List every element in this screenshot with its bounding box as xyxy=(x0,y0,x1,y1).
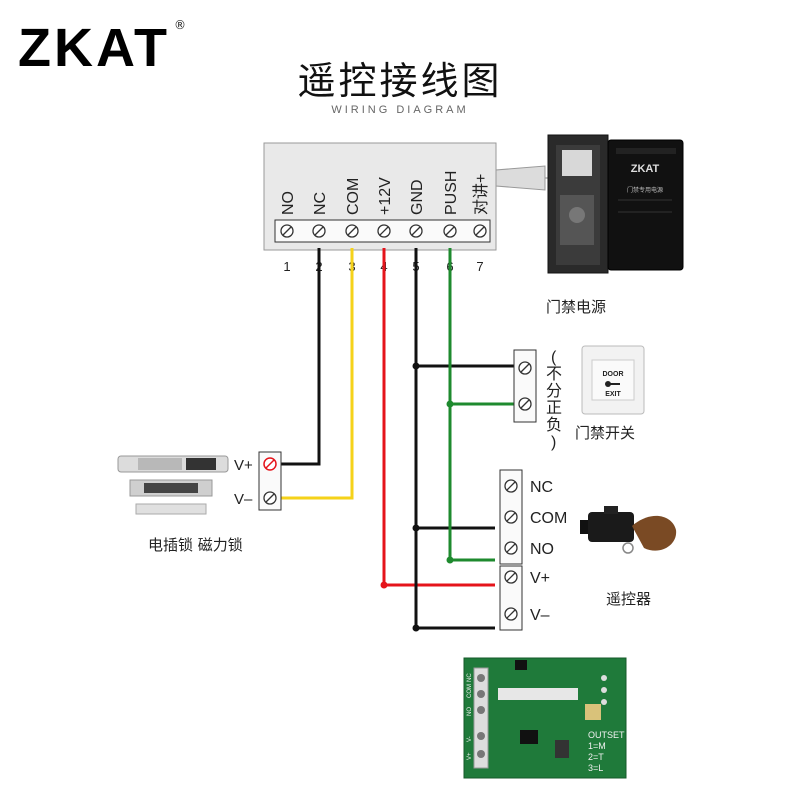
polarity-note-char: 不 xyxy=(546,366,562,383)
remote-terminal-screw xyxy=(504,541,518,555)
polarity-note-char: ) xyxy=(551,434,556,451)
junction-dot xyxy=(412,624,420,632)
terminal-screw xyxy=(473,224,487,238)
page-subtitle: WIRING DIAGRAM xyxy=(331,104,469,116)
remote-terminal-screw xyxy=(504,510,518,524)
terminal-label: 对讲+ xyxy=(472,174,490,215)
board-pin-label: NC xyxy=(467,673,473,682)
power-supply-brand: ZKAT xyxy=(631,163,660,175)
junction-dot xyxy=(412,362,420,370)
remote-terminal-label: COM xyxy=(530,510,567,527)
terminal-screw xyxy=(377,224,391,238)
wire-nc-to-lock-vplus xyxy=(276,248,321,466)
junction-dot xyxy=(380,581,388,589)
polarity-note: (不分正负) xyxy=(546,349,562,451)
terminal-screw xyxy=(345,224,359,238)
lock-terminal-vminus: V– xyxy=(234,491,253,508)
remote-terminal-screw xyxy=(504,570,518,584)
remote-terminal-label: NC xyxy=(530,479,553,496)
terminal-label: COM xyxy=(345,178,362,215)
lock-terminal-vplus: V+ xyxy=(234,457,253,474)
junction-dot xyxy=(446,400,454,408)
terminal-label: PUSH xyxy=(443,171,460,215)
callout-wedge xyxy=(495,165,546,191)
power-supply-caption: 门禁电源 xyxy=(546,298,607,316)
terminal-label: NC xyxy=(312,192,329,215)
board-pin-label: COM xyxy=(467,684,473,698)
brand-logo: ZKAT xyxy=(18,18,170,78)
board-pin-label: V+ xyxy=(467,752,473,760)
lock-screws xyxy=(263,457,277,505)
junction-dot xyxy=(412,524,420,532)
remote-terminal-label: NO xyxy=(530,541,554,558)
terminal-screw xyxy=(409,224,423,238)
terminal-label: NO xyxy=(280,191,297,215)
wire-com-to-lock-vminus xyxy=(276,248,354,500)
polarity-note-char: ( xyxy=(551,349,557,366)
junction-dot xyxy=(446,556,454,564)
remote-image xyxy=(580,506,677,554)
board-pin-label: NO xyxy=(467,707,473,716)
wire-12v-to-remote-vplus xyxy=(382,248,495,587)
terminal-label: +12V xyxy=(377,177,394,215)
polarity-note-char: 负 xyxy=(546,416,562,434)
terminal-number: 1 xyxy=(283,259,290,274)
exit-button-face-bottom: EXIT xyxy=(605,391,621,398)
power-supply-image: ZKAT 门禁专用电源 xyxy=(547,134,684,274)
lock-images xyxy=(117,455,229,515)
remote-terminal-screw xyxy=(504,479,518,493)
terminal-screw xyxy=(280,224,294,238)
receiver-board-pin-labels: NC COM NO V- V+ xyxy=(467,673,473,760)
remote-terminal-label: V– xyxy=(530,607,550,624)
remote-terminal-label: V+ xyxy=(530,570,550,587)
lock-caption: 电插锁 磁力锁 xyxy=(148,536,243,554)
page-title: 遥控接线图 xyxy=(297,59,503,103)
remote-terminal-labels: NC COM NO V+ V– xyxy=(530,479,567,624)
exit-button-terminal-block xyxy=(513,349,537,423)
terminal-screw xyxy=(443,224,457,238)
remote-caption: 遥控器 xyxy=(606,590,652,608)
exit-button-screws xyxy=(518,361,532,411)
polarity-note-char: 正 xyxy=(546,400,562,417)
board-outset-label: 1=M xyxy=(588,741,606,751)
terminal-screws xyxy=(280,224,487,238)
terminal-label: GND xyxy=(409,179,426,215)
wire-gnd-trunk xyxy=(414,248,495,630)
remote-screws xyxy=(504,479,518,621)
exit-button-face-top: DOOR xyxy=(603,371,624,378)
exit-button-image: DOOR EXIT xyxy=(581,345,645,415)
remote-terminal-screw xyxy=(504,607,518,621)
power-supply-device-label: 门禁专用电源 xyxy=(627,186,663,194)
receiver-board xyxy=(463,657,627,779)
exit-button-caption: 门禁开关 xyxy=(575,424,636,442)
polarity-note-char: 分 xyxy=(546,382,562,400)
board-outset-label: 2=T xyxy=(588,752,604,762)
terminal-screw xyxy=(312,224,326,238)
terminal-labels: NO NC COM +12V GND PUSH 对讲+ xyxy=(280,171,490,215)
terminal-number: 7 xyxy=(476,259,483,274)
board-pin-label: V- xyxy=(467,736,473,742)
registered-mark: ® xyxy=(174,18,186,32)
board-outset-label: 3=L xyxy=(588,763,603,773)
board-outset-label: OUTSET xyxy=(588,730,625,740)
